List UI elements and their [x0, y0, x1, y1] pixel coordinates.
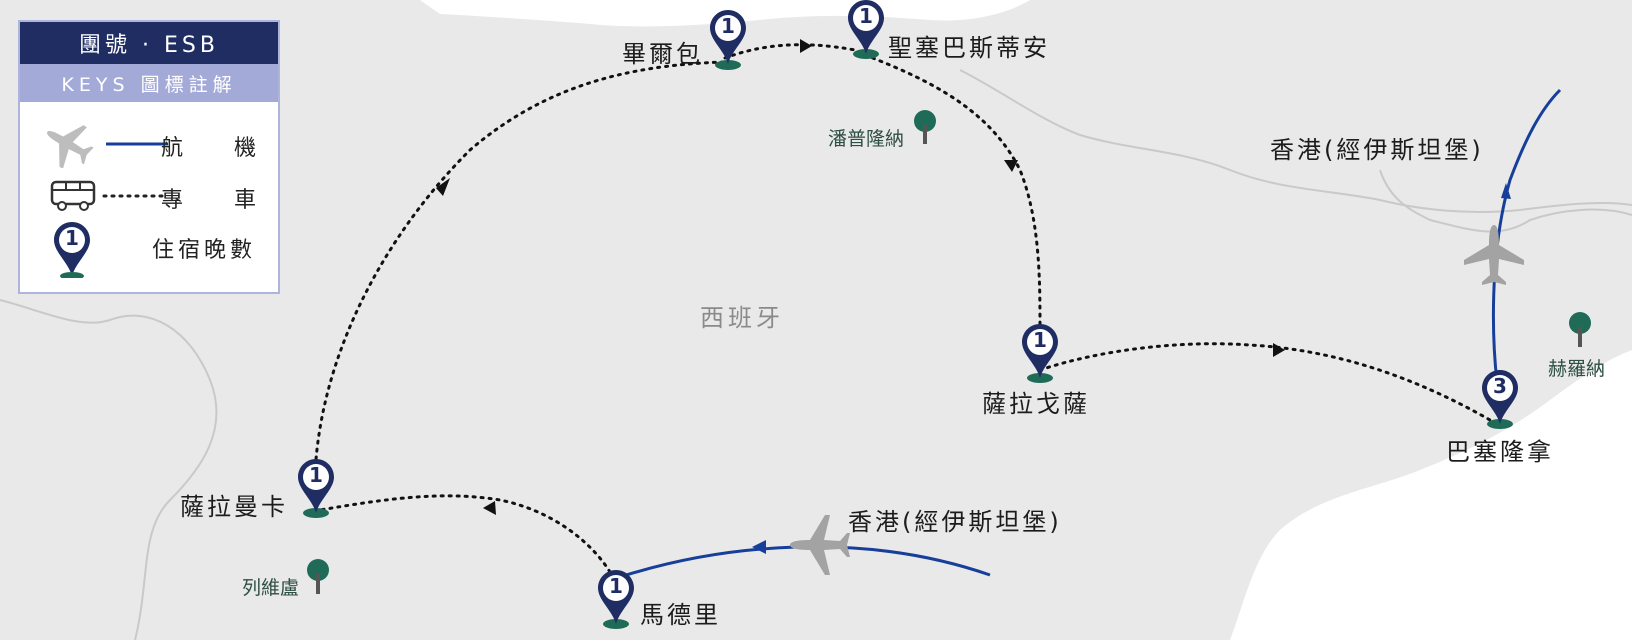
- pin-madrid[interactable]: 1: [596, 568, 636, 628]
- bus-route-sansebastian-zaragoza: [863, 53, 1042, 332]
- nights-count: 1: [859, 4, 873, 28]
- map-pin-icon: [298, 459, 334, 513]
- bus-route-zaragoza-barcelona: [1038, 342, 1492, 422]
- city-label-madrid: 馬德里: [640, 601, 721, 629]
- pin-san-sebastian[interactable]: 1: [846, 0, 886, 58]
- city-label-san-sebastian: 聖塞巴斯蒂安: [888, 34, 1050, 62]
- bus-route-salamanca-bilbao: [313, 60, 727, 477]
- nights-count: 1: [609, 574, 623, 598]
- map-pin-icon: [598, 570, 634, 624]
- pin-bilbao[interactable]: 1: [708, 8, 748, 68]
- flight-arrow-1: [752, 540, 766, 554]
- legend-title: 團號 · ESB: [20, 22, 278, 64]
- france-border: [959, 69, 1632, 213]
- flight-label-departure: 香港(經伊斯坦堡): [1270, 136, 1484, 164]
- legend-subtitle: KEYS 圖標註解: [20, 64, 278, 102]
- legend-pin-number: 1: [65, 226, 79, 250]
- bus-route-madrid-salamanca: [318, 494, 612, 574]
- pin-icon: 1: [52, 220, 92, 280]
- map-pin-icon: [1022, 324, 1058, 378]
- bus-route-bilbao-sansebastian: [723, 43, 857, 60]
- tree-icon-girona: [1569, 312, 1591, 347]
- legend-label-nights: 住宿晚數: [151, 238, 256, 263]
- map-pin-icon: [1482, 370, 1518, 424]
- plane-icon-madrid: [790, 515, 850, 575]
- portugal-border: [0, 299, 218, 640]
- plane-icon: [46, 125, 168, 168]
- nights-count: 1: [721, 14, 735, 38]
- bus-arrow-5: [1273, 343, 1285, 357]
- nights-count: 3: [1493, 374, 1507, 398]
- legend-panel: 團號 · ESB KEYS 圖標註解 航 機 專 車: [18, 20, 280, 294]
- map-pin-icon: [710, 10, 746, 64]
- bus-arrow-3: [800, 39, 812, 53]
- sea-right: [1230, 350, 1632, 640]
- city-label-barcelona: 巴塞隆拿: [1446, 438, 1554, 466]
- pin-barcelona[interactable]: 3: [1480, 368, 1520, 428]
- city-label-zaragoza: 薩拉戈薩: [982, 390, 1090, 418]
- pin-salamanca[interactable]: 1: [296, 457, 336, 517]
- legend-row-bus: 專 車: [20, 170, 278, 220]
- flight-route-barcelona-hk: [1491, 88, 1562, 406]
- bus-arrow-4: [1004, 160, 1018, 172]
- tree-icon-pamplona: [914, 110, 936, 144]
- flight-label-arrival: 香港(經伊斯坦堡): [848, 508, 1062, 536]
- country-label: 西班牙: [700, 304, 784, 332]
- flight-arrow-2: [1501, 183, 1511, 199]
- place-label-girona: 赫羅納: [1548, 358, 1606, 380]
- bus-arrow-1: [483, 501, 496, 515]
- legend-label-flight: 航 機: [161, 136, 278, 161]
- place-label-pamplona: 潘普隆納: [828, 128, 905, 150]
- legend-row-pin: 1 住宿晚數: [20, 220, 278, 280]
- flight-route-hk-madrid: [619, 545, 991, 579]
- place-label-leon: 列維盧: [242, 577, 300, 599]
- legend-row-flight: 航 機: [20, 118, 278, 168]
- bus-arrow-2: [436, 178, 450, 196]
- legend-label-bus: 專 車: [161, 188, 278, 213]
- tree-icon-leon: [307, 559, 329, 594]
- pin-zaragoza[interactable]: 1: [1020, 322, 1060, 382]
- city-label-bilbao: 畢爾包: [622, 40, 703, 68]
- map-pin-icon: [848, 0, 884, 54]
- map-pin-icon: [54, 222, 90, 280]
- plane-icon-barcelona: [1464, 225, 1524, 285]
- nights-count: 1: [1033, 328, 1047, 352]
- bus-icon: [50, 180, 168, 211]
- city-label-salamanca: 薩拉曼卡: [180, 493, 288, 521]
- nights-count: 1: [309, 463, 323, 487]
